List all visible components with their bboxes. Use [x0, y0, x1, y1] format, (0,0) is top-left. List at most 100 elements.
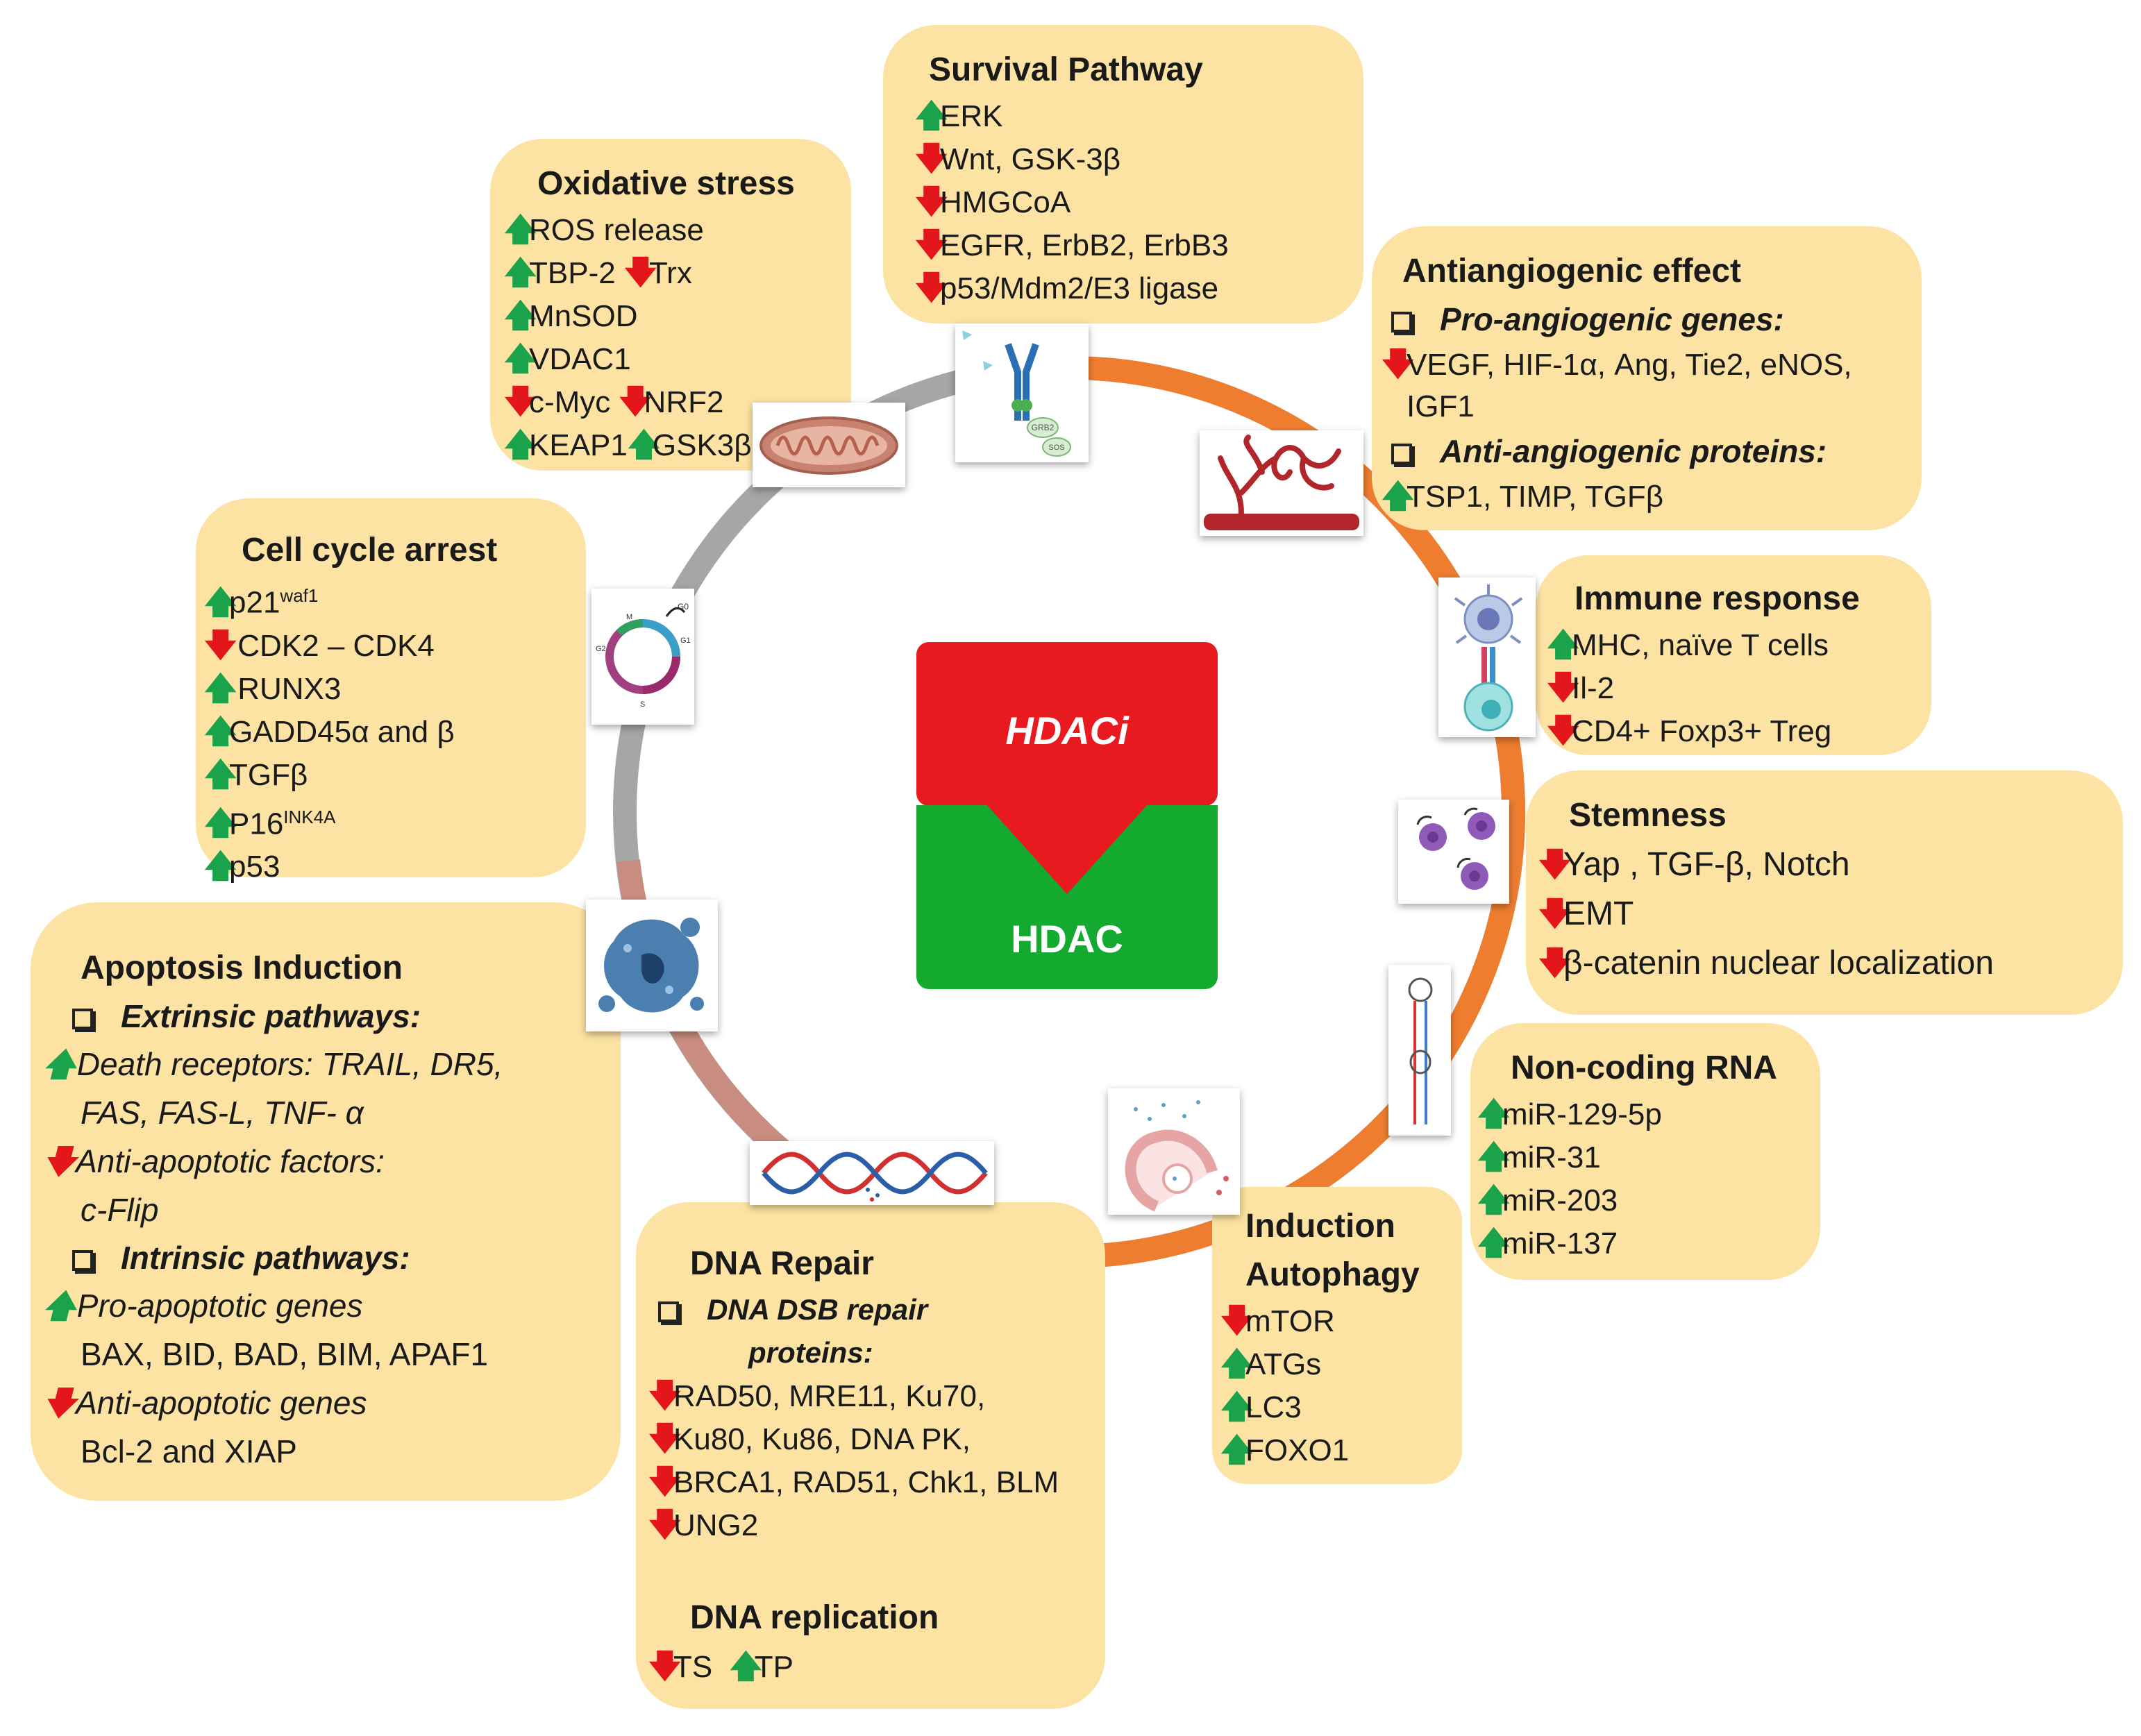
oxidative-item: 🡅VDAC1: [504, 337, 837, 380]
blood-vessel-icon: [1200, 430, 1363, 536]
survival-item: 🡇HMGCoA: [915, 180, 1350, 224]
s-label: S: [640, 700, 645, 709]
cellcycle-item: 🡅P16INK4A: [204, 796, 572, 845]
apoptosis-item-cont: c-Flip: [81, 1192, 159, 1228]
down-arrow-icon: 🡇: [619, 383, 652, 419]
oxidative-item: 🡅MnSOD: [504, 294, 837, 337]
oxidative-stress-box: Oxidative stress 🡅ROS release 🡅TBP-2 🡇Tr…: [490, 139, 851, 471]
down-arrow-icon: 🡇: [1538, 846, 1572, 882]
noncoding-item: 🡅miR-137: [1477, 1222, 1806, 1265]
cellcycle-item: 🡇 CDK2 – CDK4: [204, 624, 572, 667]
down-arrow-icon: 🡇: [1382, 346, 1415, 382]
cellcycle-item: 🡅TGFβ: [204, 753, 572, 796]
autophagy-title-1: Induction: [1245, 1208, 1395, 1245]
dna-replication-item: 🡇TS 🡅TP: [648, 1645, 1091, 1688]
receptor-icon: GRB2 SOS: [955, 323, 1089, 462]
apoptosis-item: 🡇 Anti-apoptotic factors:: [43, 1137, 607, 1186]
down-arrow-icon: 🡇: [623, 254, 657, 290]
up-arrow-icon: 🡅: [1547, 626, 1580, 662]
down-arrow-icon: 🡇: [915, 226, 948, 262]
down-arrow-icon: 🡇: [915, 269, 948, 305]
stemness-title: Stemness: [1569, 797, 1727, 834]
up-arrow-icon: 🡅: [204, 848, 237, 884]
autophagy-box: Induction Autophagy 🡇mTOR 🡅ATGs 🡅LC3 🡅FO…: [1212, 1187, 1462, 1484]
g0-label: G0: [678, 602, 689, 612]
down-arrow-icon: 🡇: [204, 626, 237, 663]
survival-pathway-box: Survival Pathway 🡅ERK 🡇Wnt, GSK-3β 🡇HMGC…: [883, 25, 1363, 323]
m-label: M: [626, 613, 632, 621]
up-arrow-icon: 🡅: [43, 1046, 76, 1082]
up-arrow-icon: 🡅: [915, 97, 948, 133]
down-arrow-icon: 🡇: [648, 1506, 682, 1542]
cellcycle-item: 🡅p21waf1: [204, 575, 572, 624]
immune-title: Immune response: [1575, 580, 1860, 617]
oxidative-item: 🡇c-Myc 🡇NRF2: [504, 380, 837, 423]
dna-repair-item: 🡇UNG2: [648, 1503, 1091, 1547]
cellcycle-item: 🡅 RUNX3: [204, 667, 572, 710]
cellcycle-item: 🡅p53: [204, 845, 572, 888]
up-arrow-icon: 🡅: [1220, 1388, 1254, 1424]
down-arrow-icon: 🡇: [504, 383, 537, 419]
intrinsic-heading: Intrinsic pathways:: [43, 1234, 607, 1281]
down-arrow-icon: 🡇: [43, 1385, 76, 1421]
immune-item: 🡅MHC, naïve T cells: [1547, 623, 1917, 666]
down-arrow-icon: 🡇: [1538, 895, 1572, 932]
dna-dsb-heading-cont: proteins:: [748, 1336, 873, 1369]
up-arrow-icon: 🡅: [627, 426, 661, 462]
checkbox-icon: [72, 1249, 93, 1271]
down-arrow-icon: 🡇: [1547, 712, 1580, 748]
down-arrow-icon: 🡇: [648, 1420, 682, 1456]
autophagy-title-2: Autophagy: [1245, 1256, 1420, 1293]
dna-repair-item: 🡇Ku80, Ku86, DNA PK,: [648, 1417, 1091, 1460]
hdaci-arrow-point: [986, 804, 1148, 894]
survival-title: Survival Pathway: [929, 51, 1203, 88]
apoptosis-item-cont: FAS, FAS-L, TNF- α: [81, 1095, 364, 1131]
apoptosis-item: 🡇 Anti-apoptotic genes: [43, 1379, 607, 1427]
g1-label: G1: [680, 637, 691, 645]
down-arrow-icon: 🡇: [915, 140, 948, 176]
down-arrow-icon: 🡇: [1547, 669, 1580, 705]
up-arrow-icon: 🡅: [1220, 1345, 1254, 1381]
down-arrow-icon: 🡇: [648, 1648, 682, 1684]
checkbox-icon: [1391, 443, 1412, 464]
anti-angiogenic-heading: Anti-angiogenic proteins:: [1382, 428, 1908, 475]
dna-replication-title: DNA replication: [690, 1599, 939, 1636]
down-arrow-icon: 🡇: [1220, 1302, 1254, 1338]
checkbox-icon: [1391, 311, 1412, 332]
rna-hairpin-icon: [1388, 965, 1451, 1136]
stemness-item: 🡇β-catenin nuclear localization: [1538, 938, 2109, 988]
survival-item: 🡅ERK: [915, 94, 1350, 137]
antiangiogenic-box: Antiangiogenic effect Pro-angiogenic gen…: [1372, 226, 1922, 530]
up-arrow-icon: 🡅: [504, 211, 537, 247]
sos-label: SOS: [1048, 444, 1064, 452]
immune-cell-icon: [1438, 578, 1536, 737]
checkbox-icon: [658, 1301, 679, 1322]
down-arrow-icon: 🡇: [1538, 945, 1572, 981]
down-arrow-icon: 🡇: [43, 1143, 76, 1179]
g2-label: G2: [596, 645, 606, 653]
up-arrow-icon: 🡅: [504, 340, 537, 376]
survival-item: 🡇p53/Mdm2/E3 ligase: [915, 267, 1350, 310]
antiangiogenic-title: Antiangiogenic effect: [1402, 253, 1742, 289]
apoptosis-item: 🡅 Pro-apoptotic genes: [43, 1281, 607, 1330]
apoptosis-item-cont: BAX, BID, BAD, BIM, APAF1: [81, 1336, 489, 1372]
autophagy-item: 🡇mTOR: [1220, 1299, 1448, 1342]
noncoding-rna-box: Non-coding RNA 🡅miR-129-5p 🡅miR-31 🡅miR-…: [1470, 1023, 1820, 1280]
noncoding-title: Non-coding RNA: [1511, 1050, 1777, 1086]
up-arrow-icon: 🡅: [1477, 1181, 1511, 1217]
stem-cell-icon: [1398, 800, 1509, 904]
oxidative-item: 🡅ROS release: [504, 208, 837, 251]
down-arrow-icon: 🡇: [648, 1463, 682, 1499]
grb2-label: GRB2: [1032, 423, 1055, 432]
apoptosis-item: 🡅 Death receptors: TRAIL, DR5,: [43, 1040, 607, 1088]
extrinsic-heading: Extrinsic pathways:: [43, 993, 607, 1040]
autophagy-item: 🡅LC3: [1220, 1385, 1448, 1429]
noncoding-item: 🡅miR-31: [1477, 1136, 1806, 1179]
oxidative-title: Oxidative stress: [537, 165, 795, 202]
up-arrow-icon: 🡅: [1477, 1224, 1511, 1261]
up-arrow-icon: 🡅: [1477, 1138, 1511, 1174]
antiangiogenic-item-cont: IGF1: [1407, 389, 1475, 423]
up-arrow-icon: 🡅: [204, 755, 237, 792]
survival-item: 🡇EGFR, ErbB2, ErbB3: [915, 224, 1350, 267]
stemness-box: Stemness 🡇Yap , TGF-β, Notch 🡇EMT 🡇β-cat…: [1526, 770, 2123, 1015]
